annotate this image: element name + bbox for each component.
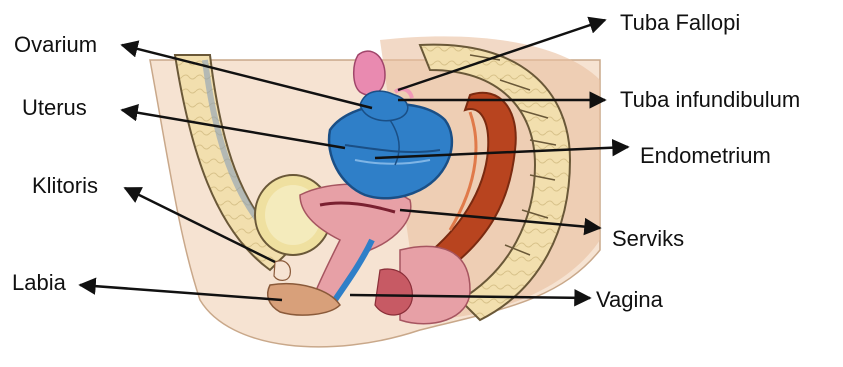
label-klitoris: Klitoris [32, 175, 98, 197]
label-endometrium: Endometrium [640, 145, 771, 167]
label-uterus: Uterus [22, 97, 87, 119]
label-tuba-infundibulum: Tuba infundibulum [620, 89, 800, 111]
label-vagina: Vagina [596, 289, 663, 311]
label-serviks: Serviks [612, 228, 684, 250]
label-ovarium: Ovarium [14, 34, 97, 56]
label-labia: Labia [12, 272, 66, 294]
label-tuba-fallopi: Tuba Fallopi [620, 12, 740, 34]
